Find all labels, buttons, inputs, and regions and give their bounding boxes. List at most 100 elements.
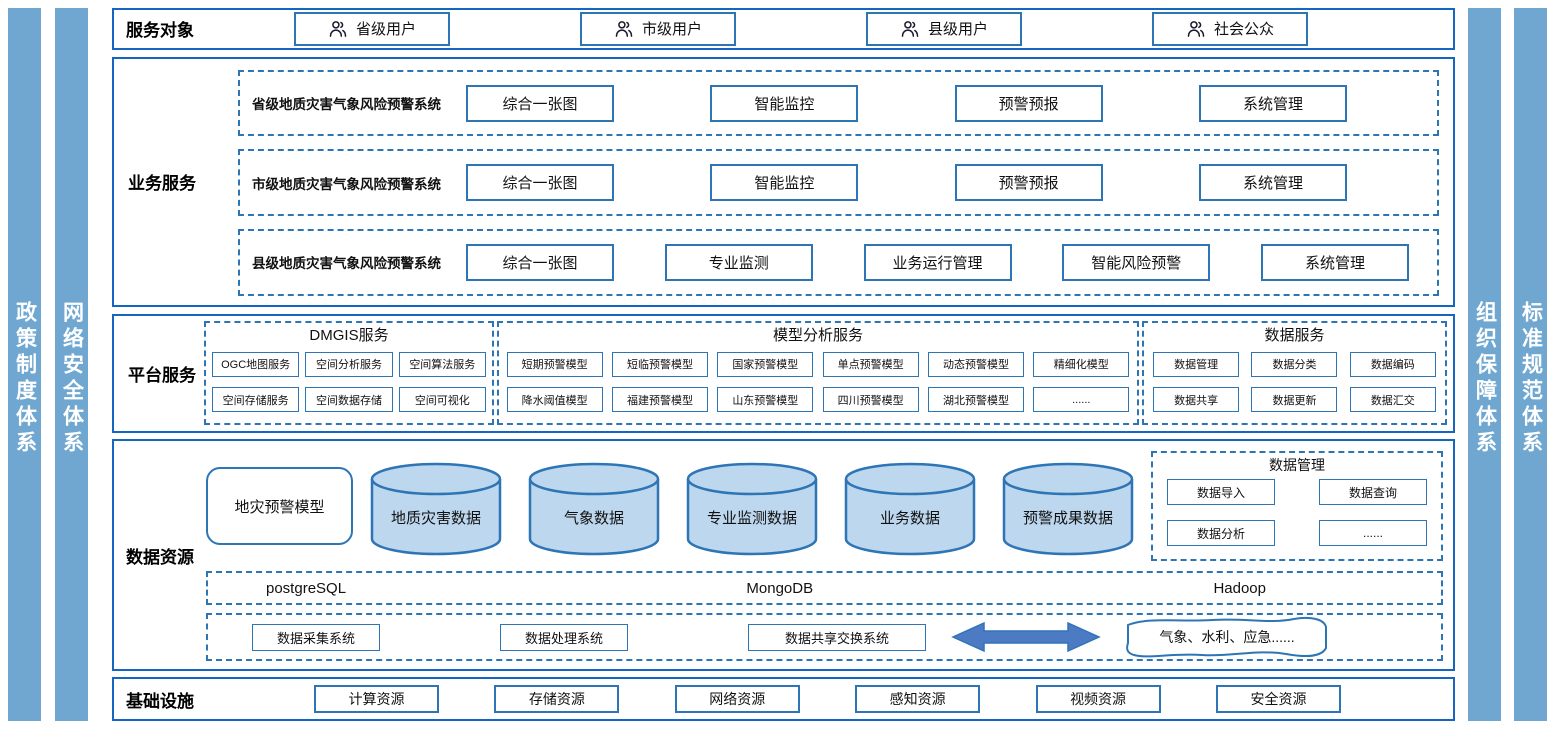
data-sharing-exchange-system-box: 数据共享交换系统 bbox=[748, 623, 926, 651]
cylinder-label: 业务数据 bbox=[879, 510, 940, 528]
system-modules: 综合一张图 智能监控 预警预报 系统管理 bbox=[466, 84, 1347, 122]
user-icon bbox=[1187, 20, 1205, 37]
group-row: 短期预警模型 短临预警模型 国家预警模型 单点预警模型 动态预警模型 精细化模型 bbox=[505, 347, 1131, 382]
group-row: 数据管理 数据分类 数据编码 bbox=[1150, 347, 1439, 382]
group-title: 数据服务 bbox=[1264, 326, 1325, 344]
resource-box: 安全资源 bbox=[1215, 685, 1341, 714]
group-title: 模型分析服务 bbox=[772, 326, 863, 344]
cylinder-icon bbox=[528, 462, 660, 556]
external-sources-shape: 气象、水利、应急...... bbox=[1120, 615, 1334, 659]
cylinder-icon bbox=[1002, 462, 1134, 556]
module-box: 综合一张图 bbox=[466, 243, 614, 281]
resource-box: 存储资源 bbox=[494, 685, 620, 714]
cylinder-monitoring-data: 专业监测数据 bbox=[685, 461, 819, 559]
service-box: 短期预警模型 bbox=[506, 351, 603, 377]
service-box: 数据分类 bbox=[1251, 351, 1338, 377]
section-title: 业务服务 bbox=[128, 174, 196, 194]
service-object-label: 社会公众 bbox=[1213, 21, 1274, 39]
system-modules: 综合一张图 智能监控 预警预报 系统管理 bbox=[466, 164, 1347, 202]
cylinder-geo-disaster-data: 地质灾害数据 bbox=[369, 461, 503, 559]
system-name: 省级地质灾害气象风险预警系统 bbox=[252, 97, 441, 113]
database-cylinders: 地质灾害数据 气象数据 bbox=[369, 445, 1135, 561]
data-exchange-row: 数据采集系统 数据处理系统 数据共享交换系统 气象、水利、应急...... bbox=[206, 613, 1443, 662]
service-box: 四川预警模型 bbox=[822, 387, 919, 413]
module-box: 智能监控 bbox=[710, 164, 859, 202]
storage-engine-label: postgreSQL bbox=[266, 579, 347, 597]
service-box: 数据编码 bbox=[1349, 351, 1436, 377]
storage-engine-label: Hadoop bbox=[1213, 579, 1266, 597]
data-stores-row: 地灾预警模型 地质灾害数据 bbox=[206, 445, 1443, 562]
service-object-public: 社会公众 bbox=[1152, 11, 1308, 46]
service-box: 短临预警模型 bbox=[611, 351, 708, 377]
cylinder-icon bbox=[370, 462, 502, 556]
module-box: 预警预报 bbox=[954, 164, 1103, 202]
cylinder-label: 气象数据 bbox=[563, 510, 624, 528]
disaster-warning-model-box: 地灾预警模型 bbox=[206, 467, 353, 546]
data-management-panel: 数据管理 数据导入 数据查询 数据分析 ...... bbox=[1151, 451, 1443, 562]
service-box: 空间分析服务 bbox=[305, 351, 393, 377]
section-title: 基础设施 bbox=[126, 691, 194, 711]
service-box: 空间算法服务 bbox=[398, 351, 486, 377]
sidebar-label: 政策制度体系 bbox=[13, 300, 37, 457]
system-county: 县级地质灾害气象风险预警系统 综合一张图 专业监测 业务运行管理 智能风险预警 … bbox=[238, 229, 1439, 296]
section-platform-services: 平台服务 DMGIS服务 OGC地图服务 空间分析服务 空间算法服务 空间存储服… bbox=[112, 313, 1455, 434]
service-box: 数据汇交 bbox=[1349, 387, 1436, 413]
section-title: 数据资源 bbox=[126, 547, 194, 567]
service-object-provincial-users: 省级用户 bbox=[294, 11, 450, 46]
service-box: 降水阈值模型 bbox=[506, 387, 603, 413]
module-box: 业务运行管理 bbox=[863, 243, 1012, 281]
cylinder-warning-result-data: 预警成果数据 bbox=[1001, 461, 1135, 559]
service-box: 空间数据存储 bbox=[305, 387, 393, 413]
group-row: 空间存储服务 空间数据存储 空间可视化 bbox=[212, 382, 486, 417]
service-box: 动态预警模型 bbox=[927, 351, 1024, 377]
section-business-services: 业务服务 省级地质灾害气象风险预警系统 综合一张图 智能监控 预警预报 系统管理… bbox=[112, 56, 1455, 307]
resource-box: 视频资源 bbox=[1035, 685, 1161, 714]
user-icon bbox=[901, 20, 919, 37]
storage-engines-row: postgreSQL MongoDB Hadoop bbox=[206, 571, 1443, 606]
resource-box: 感知资源 bbox=[855, 685, 981, 714]
system-provincial: 省级地质灾害气象风险预警系统 综合一张图 智能监控 预警预报 系统管理 bbox=[238, 69, 1439, 137]
user-icon bbox=[615, 20, 633, 37]
resource-box: 计算资源 bbox=[314, 685, 439, 714]
group-row: OGC地图服务 空间分析服务 空间算法服务 bbox=[212, 347, 486, 382]
system-modules: 综合一张图 专业监测 业务运行管理 智能风险预警 系统管理 bbox=[466, 243, 1409, 281]
group-row: 数据共享 数据更新 数据汇交 bbox=[1150, 382, 1439, 417]
section-title: 平台服务 bbox=[128, 366, 196, 385]
group-data-services: 数据服务 数据管理 数据分类 数据编码 数据共享 数据更新 数据汇交 bbox=[1142, 320, 1447, 426]
service-object-label: 市级用户 bbox=[641, 21, 702, 39]
service-object-label: 省级用户 bbox=[355, 21, 416, 39]
data-management-box: 数据查询 bbox=[1319, 479, 1427, 506]
service-object-list: 省级用户 市级用户 县级用户 bbox=[294, 11, 1453, 46]
service-object-label: 县级用户 bbox=[927, 21, 988, 39]
group-title: DMGIS服务 bbox=[309, 326, 389, 344]
cylinder-weather-data: 气象数据 bbox=[527, 461, 661, 559]
service-box: 空间可视化 bbox=[398, 387, 486, 413]
service-box: 数据更新 bbox=[1251, 387, 1338, 413]
cylinder-business-data: 业务数据 bbox=[843, 461, 977, 559]
data-management-box: 数据导入 bbox=[1167, 479, 1275, 506]
system-name: 市级地质灾害气象风险预警系统 bbox=[252, 176, 441, 192]
wave-box-icon bbox=[1126, 617, 1327, 658]
cylinder-label: 专业监测数据 bbox=[706, 510, 797, 528]
sidebar-label: 网络安全体系 bbox=[60, 300, 84, 457]
module-box: 智能风险预警 bbox=[1062, 243, 1211, 281]
sidebar-label: 组织保障体系 bbox=[1473, 300, 1497, 457]
resource-box: 网络资源 bbox=[674, 685, 800, 714]
cylinder-label: 预警成果数据 bbox=[1022, 510, 1113, 528]
service-object-city-users: 市级用户 bbox=[580, 11, 736, 46]
service-box: OGC地图服务 bbox=[212, 351, 300, 377]
module-box: 综合一张图 bbox=[466, 164, 614, 202]
group-dmgis-services: DMGIS服务 OGC地图服务 空间分析服务 空间算法服务 空间存储服务 空间数… bbox=[204, 320, 494, 426]
data-resources-content: 地灾预警模型 地质灾害数据 bbox=[204, 441, 1453, 669]
service-box: 数据共享 bbox=[1153, 387, 1240, 413]
module-box: 系统管理 bbox=[1261, 243, 1409, 281]
module-box: 预警预报 bbox=[954, 84, 1103, 122]
module-box: 综合一张图 bbox=[466, 84, 614, 122]
sidebar-standards: 标准规范体系 bbox=[1514, 8, 1547, 721]
section-data-resources: 数据资源 地灾预警模型 地质灾害数据 bbox=[112, 439, 1455, 672]
service-box: 山东预警模型 bbox=[717, 387, 814, 413]
service-box: ...... bbox=[1033, 387, 1130, 413]
sidebar-policy-system: 政策制度体系 bbox=[8, 8, 41, 721]
cylinder-icon bbox=[686, 462, 818, 556]
